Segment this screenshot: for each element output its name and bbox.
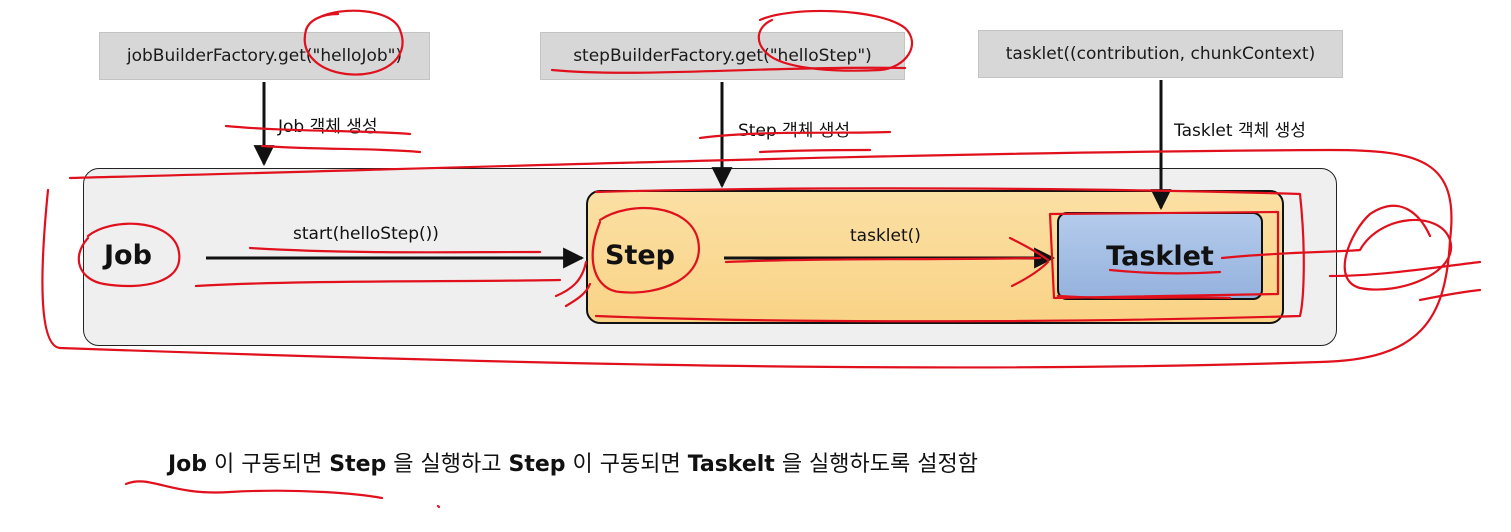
annotation-circle-hellojob [303,9,404,76]
annotation-underline-tasklet [1056,268,1232,300]
annotation-circle-step [591,206,701,294]
annotation-arrow-trace-2 [724,236,1050,288]
caption-text-2: 을 실행하고 [386,452,509,477]
step-node-label: Step [605,240,675,271]
annotation-loop-outer [41,148,1453,369]
caption-word-taskelt: Taskelt [687,452,775,477]
annotation-circle-hellostep [757,9,913,72]
annotation-underline-job-creation [224,124,422,154]
caption-text-3: 이 구동되면 [565,452,688,477]
job-builder-code-box: jobBuilderFactory.get("helloJob") [99,32,430,80]
annotation-circle-job [77,222,181,288]
step-to-tasklet-edge-label: tasklet() [850,226,921,246]
step-builder-code: stepBuilderFactory.get("helloStep") [573,46,872,66]
tasklet-creation-label: Tasklet 객체 생성 [1174,121,1306,141]
caption-word-step: Step [329,452,387,477]
caption-text-1: 이 구동되면 [207,452,330,477]
annotation-arrow-trace-1 [194,246,592,308]
tasklet-node-label: Tasklet [1106,240,1214,272]
caption-word-job: Job [168,452,208,477]
annotation-box-tasklet [1048,210,1280,300]
job-to-step-edge-label: start(helloStep()) [293,224,439,244]
annotation-scribble-right [1220,204,1482,302]
explanation-caption: Job 이 구동되면 Step 을 실행하고 Step 이 구동되면 Taske… [168,446,978,478]
annotation-underline-step-creation [698,130,892,154]
caption-text-4: 을 실행하도록 설정함 [774,452,978,477]
tasklet-builder-code: tasklet((contribution, chunkContext) [1005,44,1316,64]
step-creation-label: Step 객체 생성 [738,121,851,141]
caption-word-step-2: Step [508,452,566,477]
job-node-label: Job [104,240,152,271]
annotation-loop-inner [594,187,1305,323]
job-builder-code: jobBuilderFactory.get("helloJob") [126,46,403,66]
annotation-underline-caption [124,480,384,500]
tasklet-builder-code-box: tasklet((contribution, chunkContext) [978,30,1343,78]
annotation-underline-code [550,66,907,74]
tasklet-node: Tasklet [1057,212,1263,300]
annotation-dot [436,504,441,509]
